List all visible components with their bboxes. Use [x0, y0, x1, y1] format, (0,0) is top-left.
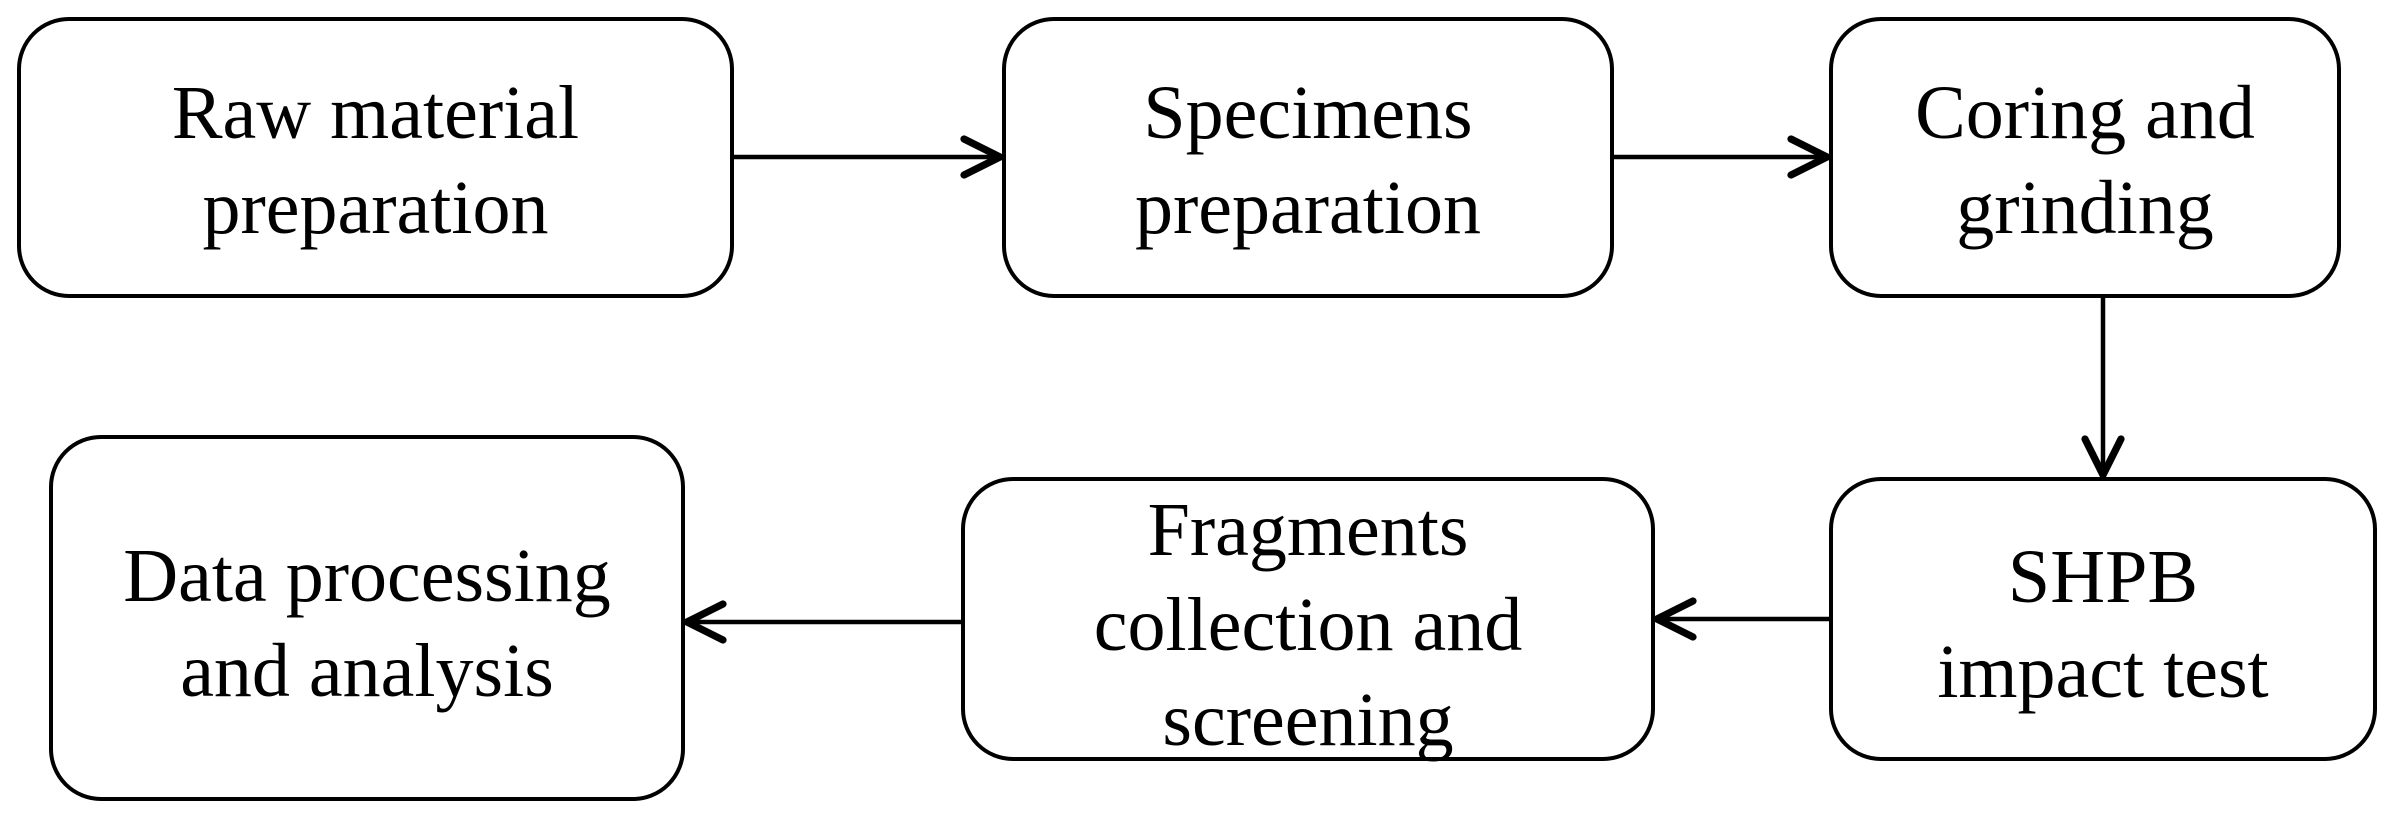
node-label-line: Fragments: [1147, 487, 1469, 572]
node-label-line: impact test: [1937, 630, 2269, 714]
node-label-line: preparation: [202, 165, 549, 250]
node-label-line: collection and: [1093, 582, 1523, 667]
node-label-line: grinding: [1956, 165, 2214, 250]
node-label-line: Coring and: [1915, 70, 2255, 155]
node-label-line: SHPB: [2007, 535, 2199, 619]
node-fragments-collection-and-screening: Fragments collection and screening: [961, 477, 1655, 762]
node-label-line: preparation: [1134, 165, 1482, 250]
node-label-line: Data processing: [123, 534, 611, 618]
node-label-line: Raw material: [171, 70, 580, 155]
node-label-line: screening: [1162, 677, 1454, 762]
node-specimens-preparation: Specimens preparation: [1002, 17, 1614, 298]
node-data-processing-and-analysis: Data processing and analysis: [49, 435, 685, 801]
node-coring-and-grinding: Coring and grinding: [1829, 17, 2341, 298]
node-label-line: and analysis: [180, 629, 554, 713]
node-label-line: Specimens: [1143, 70, 1473, 155]
node-shpb-impact-test: SHPB impact test: [1829, 477, 2377, 761]
node-raw-material-preparation: Raw material preparation: [17, 17, 734, 298]
